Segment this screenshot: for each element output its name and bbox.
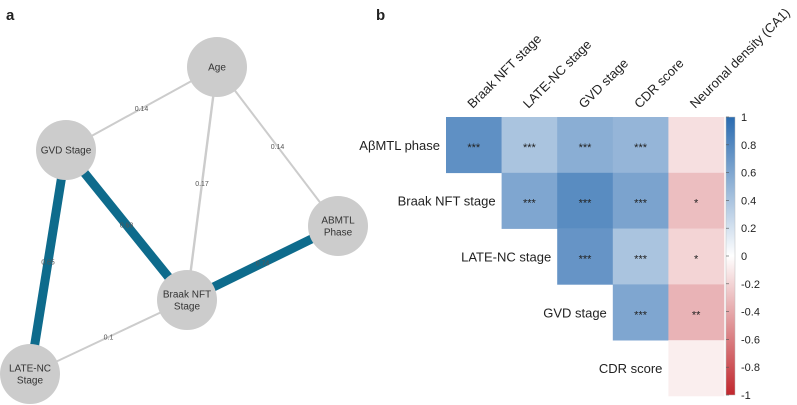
row-label: AβMTL phase (359, 138, 440, 153)
node-latenc (0, 344, 60, 404)
column-label: Neuronal density (CA1) (687, 5, 793, 111)
significance-label: *** (579, 142, 593, 154)
edge-weight-label: 0.14 (271, 144, 285, 151)
node-label: Stage (174, 302, 201, 313)
network-edge-age-abmtl (216, 66, 339, 227)
row-label: LATE-NC stage (461, 250, 551, 265)
node-label: Stage (17, 376, 44, 387)
node-label: Age (208, 63, 226, 74)
heatmap-cell (668, 340, 725, 397)
colorbar-tick-label: 0 (741, 251, 747, 263)
significance-label: *** (634, 309, 648, 321)
edge-weight-label: 0.1 (104, 335, 114, 342)
node-label: GVD Stage (41, 146, 92, 157)
significance-label: *** (634, 142, 648, 154)
heatmap-cell (612, 172, 669, 229)
heatmap-cell (612, 284, 669, 341)
heatmap-cell (557, 228, 614, 285)
colorbar-tick-label: -1 (741, 390, 751, 402)
significance-label: *** (634, 254, 648, 266)
heatmap-cell (612, 228, 669, 285)
heatmap-cell (668, 284, 725, 341)
edge-weight-label: 0.68 (120, 223, 134, 230)
node-label: ABMTL (321, 216, 355, 227)
node-label: Braak NFT (163, 290, 211, 301)
heatmap-cell (557, 117, 614, 174)
heatmap-cell (446, 117, 502, 174)
heatmap-cell (668, 117, 725, 174)
heatmap-cell (668, 172, 725, 229)
significance-label: *** (579, 198, 593, 210)
colorbar-tick-label: -0.8 (741, 362, 760, 374)
correlation-heatmap: **********************************AβMTL … (359, 5, 793, 402)
heatmap-cell (501, 117, 558, 174)
colorbar-tick-label: 1 (741, 112, 747, 124)
panel-label-b: b (376, 7, 385, 24)
row-label: Braak NFT stage (398, 194, 496, 209)
node-braak (157, 270, 217, 330)
column-label: GVD stage (576, 56, 632, 112)
significance-label: *** (523, 142, 537, 154)
colorbar-tick-label: 0.2 (741, 223, 756, 235)
panel-label-a: a (6, 7, 15, 24)
column-label: CDR score (631, 56, 687, 112)
colorbar-tick-label: 0.4 (741, 195, 756, 207)
colorbar-tick-label: -0.4 (741, 307, 760, 319)
edge-weight-label: 0.17 (195, 181, 209, 188)
significance-label: * (694, 254, 699, 266)
edge-weight-label: 0.14 (135, 106, 149, 113)
node-gvd (36, 120, 96, 180)
network-edge-gvd-braak (62, 147, 191, 303)
edge-weight-label: 0.65 (41, 260, 55, 267)
node-abmtl (308, 196, 368, 256)
significance-label: *** (467, 142, 481, 154)
row-label: CDR score (599, 361, 663, 376)
significance-label: *** (579, 254, 593, 266)
row-label: GVD stage (543, 305, 607, 320)
heatmap-cell (501, 172, 558, 229)
significance-label: *** (523, 198, 537, 210)
colorbar-tick-label: 0.8 (741, 140, 756, 152)
heatmap-cell (612, 117, 669, 174)
significance-label: * (694, 198, 699, 210)
colorbar-tick-label: -0.6 (741, 334, 760, 346)
node-age (187, 37, 247, 97)
significance-label: *** (634, 198, 648, 210)
colorbar-tick-label: 0.6 (741, 168, 756, 180)
significance-label: ** (692, 309, 701, 321)
heatmap-cell (668, 228, 725, 285)
node-label: Phase (324, 228, 353, 239)
edge-weight-label: 0.74 (256, 261, 270, 268)
heatmap-cell (557, 172, 614, 229)
node-label: LATE-NC (9, 364, 51, 375)
network-edge-gvd-latenc (25, 149, 71, 375)
network-edge-age-braak (185, 66, 219, 301)
colorbar-tick-label: -0.2 (741, 279, 760, 291)
